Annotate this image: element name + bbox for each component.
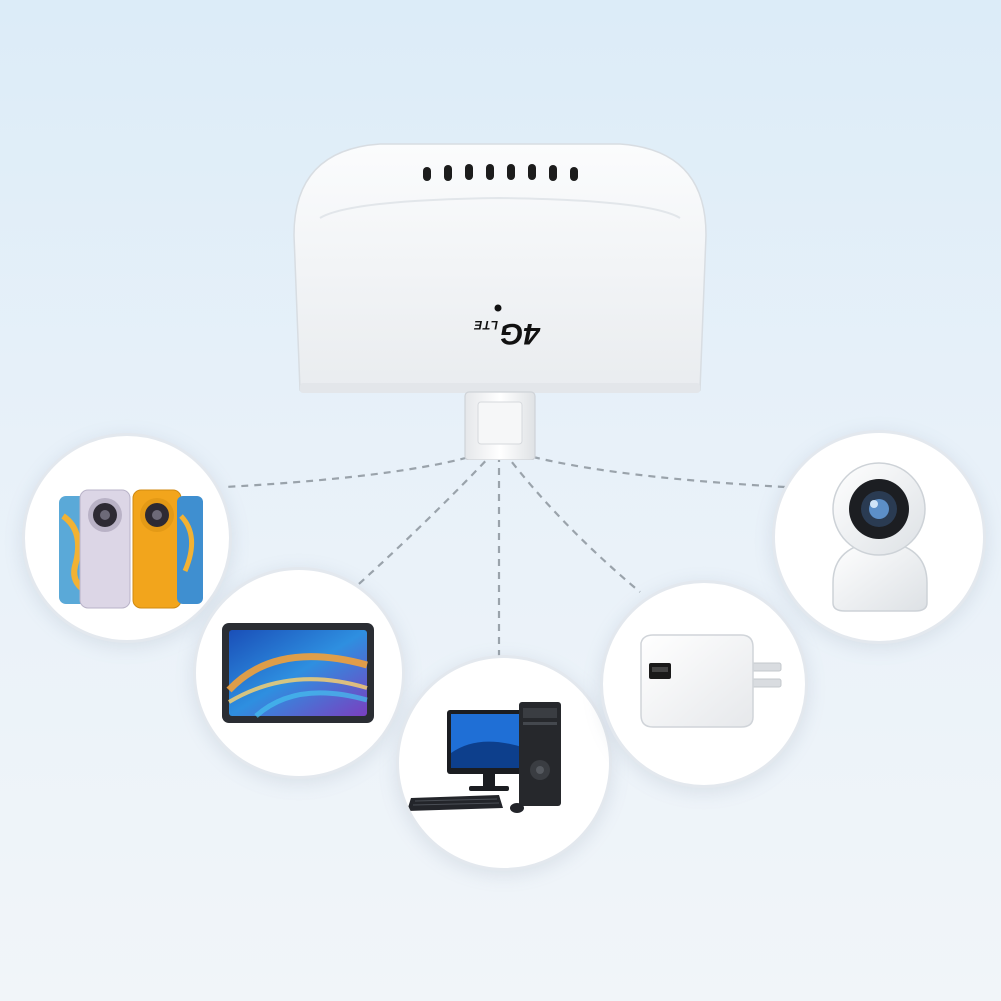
usb-charger-circle	[600, 580, 808, 788]
line-to-tablet	[349, 451, 495, 593]
lte-logo: 4G LTE	[460, 317, 540, 354]
smartphones-circle	[22, 433, 232, 643]
tablet-circle	[193, 567, 405, 779]
security-camera-icon	[832, 462, 928, 612]
usb-charger-icon	[640, 634, 782, 728]
security-camera-circle	[772, 430, 986, 644]
smartphones-icon	[59, 489, 203, 609]
line-to-phones	[224, 448, 493, 489]
line-to-charger	[503, 451, 641, 593]
desktop-computer-circle	[396, 655, 612, 871]
logo-lte-text: LTE	[473, 318, 498, 332]
lte-modem	[293, 143, 707, 460]
logo-4g-text: 4G	[499, 317, 540, 350]
desktop-computer-icon	[407, 702, 561, 813]
tablet-icon	[222, 623, 374, 723]
